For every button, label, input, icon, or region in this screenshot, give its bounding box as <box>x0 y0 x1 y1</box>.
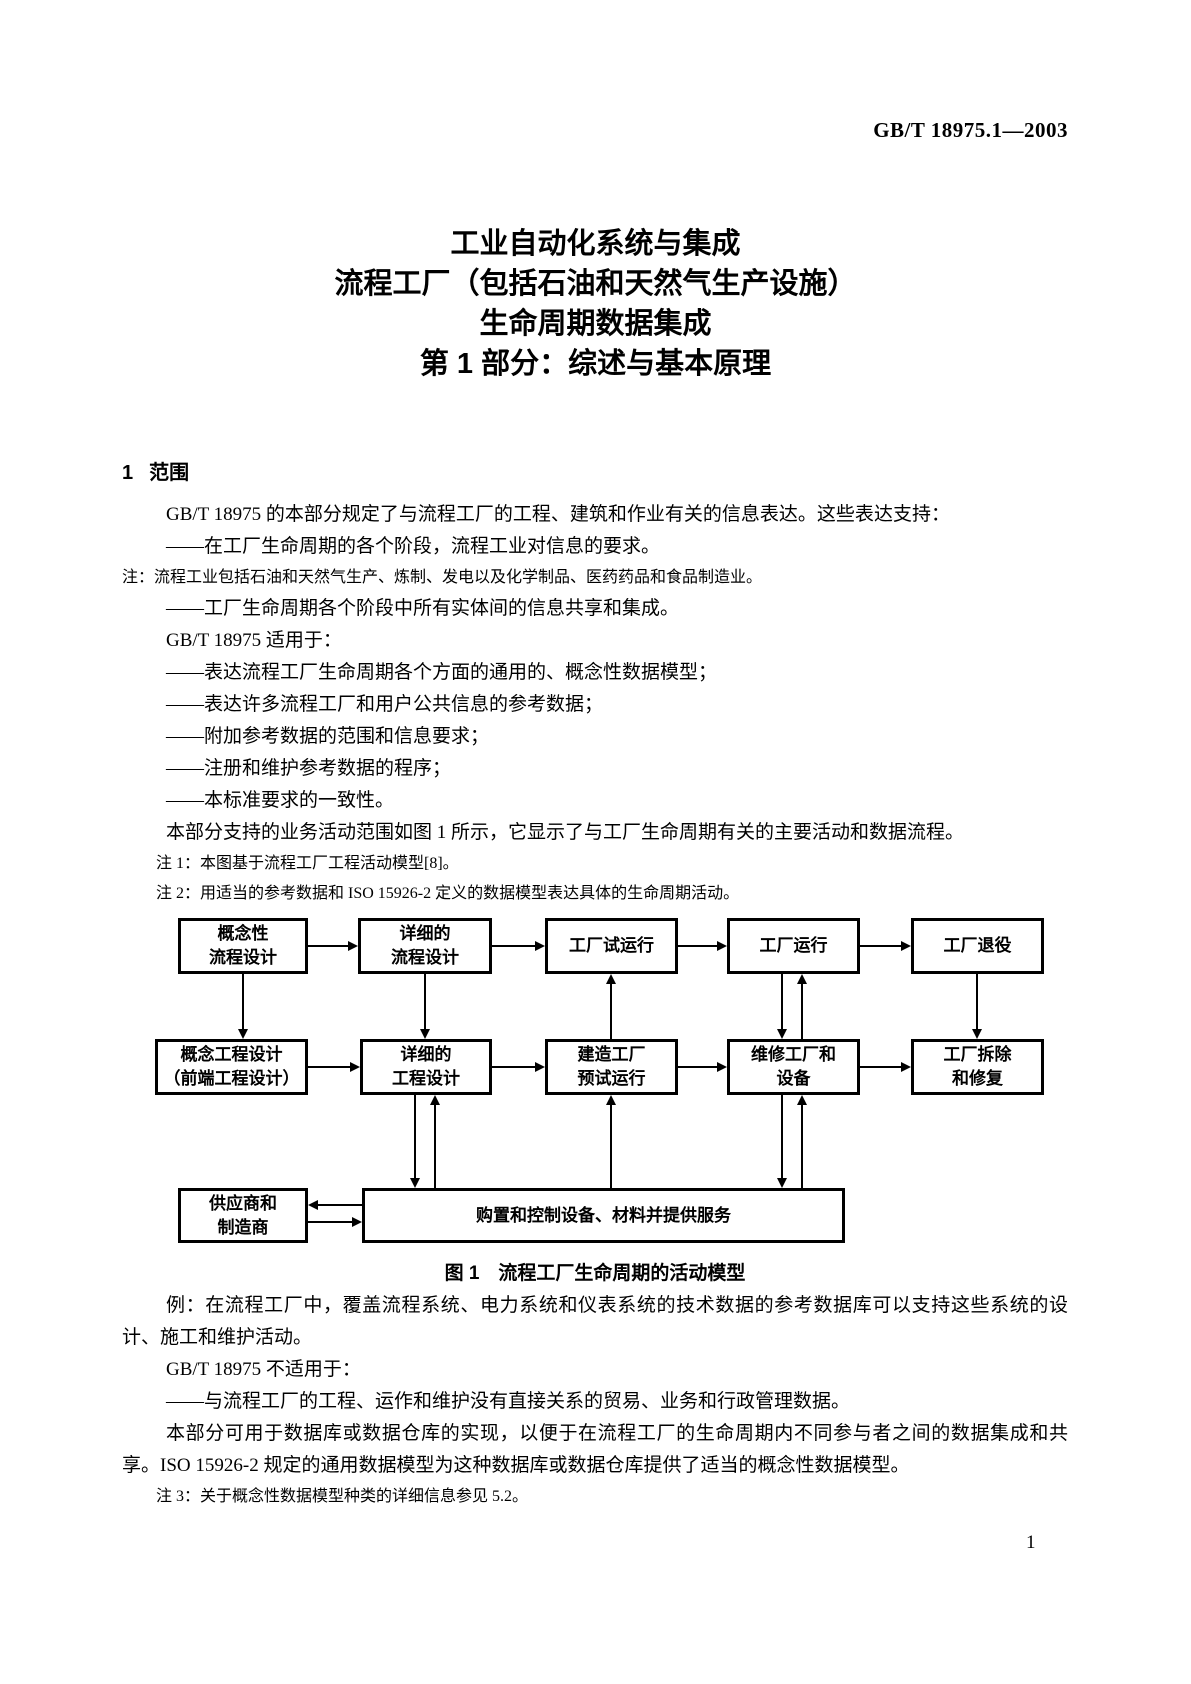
arrow-down-col5-line <box>976 974 978 1030</box>
title-line-1: 工业自动化系统与集成 <box>450 228 741 260</box>
arrow-r2-3-4-line <box>678 1066 717 1068</box>
section-number: 1 <box>122 462 134 484</box>
arrow-r2-2-3-line <box>492 1066 535 1068</box>
arrow-down-col1-line <box>242 974 244 1030</box>
box-construct-plant-precommissioning: 建造工厂 预试运行 <box>545 1039 678 1095</box>
paragraph-figure-intro: 本部分支持的业务活动范围如图 1 所示，它显示了与工厂生命周期有关的主要活动和数… <box>166 822 965 843</box>
box-conceptual-process-design: 概念性 流程设计 <box>178 918 308 974</box>
arrow-r1-3-4-head <box>717 941 727 951</box>
standard-number: GB/T 18975.1—2003 <box>873 118 1068 142</box>
arrow-r2-4-5-line <box>860 1066 901 1068</box>
list-item: ——与流程工厂的工程、运作和维护没有直接关系的贸易、业务和行政管理数据。 <box>166 1391 851 1412</box>
section-title: 范围 <box>149 462 190 484</box>
arrow-up-proc-to-eng-line <box>434 1103 436 1188</box>
arrow-r1-1-2-line <box>308 945 348 947</box>
arrow-proc-to-suppliers-head <box>308 1200 318 1210</box>
arrow-suppliers-to-proc-head <box>352 1217 362 1227</box>
box-detailed-process-design: 详细的 流程设计 <box>358 918 492 974</box>
title-line-4: 第 1 部分：综述与基本原理 <box>419 348 772 380</box>
arrow-up-proc-to-maintain-line <box>801 1103 803 1188</box>
arrow-down-col1-head <box>238 1029 248 1039</box>
arrow-up-col4-line <box>801 982 803 1039</box>
arrow-r1-4-5-head <box>901 941 911 951</box>
arrow-down-col2-head <box>420 1029 430 1039</box>
section-heading: 1 范围 <box>122 456 189 485</box>
paragraph-database-use: 本部分可用于数据库或数据仓库的实现，以便于在流程工厂的生命周期内不同参与者之间的… <box>122 1423 1068 1476</box>
figure-caption: 图 1 流程工厂生命周期的活动模型 <box>444 1263 746 1284</box>
figure-1-activity-model-diagram: 概念性 流程设计 详细的 流程设计 工厂试运行 工厂运行 工厂退役 概念工程设计… <box>122 918 1068 1248</box>
box-suppliers-manufacturers: 供应商和 制造商 <box>178 1188 308 1243</box>
paragraph-not-applicable: GB/T 18975 不适用于： <box>166 1359 361 1380</box>
arrow-up-proc-to-maintain-head <box>797 1095 807 1105</box>
note-1: 注 1：本图基于流程工厂工程活动模型[8]。 <box>156 855 459 872</box>
arrow-r2-1-2-line <box>308 1066 350 1068</box>
box-conceptual-engineering-design: 概念工程设计 （前端工程设计） <box>155 1039 308 1095</box>
arrow-r2-3-4-head <box>717 1062 727 1072</box>
list-item: ——在工厂生命周期的各个阶段，流程工业对信息的要求。 <box>166 536 661 557</box>
arrow-up-proc-to-construct-line <box>610 1103 612 1188</box>
note-3: 注 3：关于概念性数据模型种类的详细信息参见 5.2。 <box>156 1488 529 1505</box>
title-block: 工业自动化系统与集成 流程工厂（包括石油和天然气生产设施） 生命周期数据集成 第… <box>0 224 1191 384</box>
list-item: ——表达流程工厂生命周期各个方面的通用的、概念性数据模型； <box>166 662 718 683</box>
scope-text: GB/T 18975 的本部分规定了与流程工厂的工程、建筑和作业有关的信息表达。… <box>122 499 1068 909</box>
arrow-r2-4-5-head <box>901 1062 911 1072</box>
box-procurement-services: 购置和控制设备、材料并提供服务 <box>362 1188 845 1243</box>
arrow-r1-1-2-head <box>348 941 358 951</box>
arrow-r2-2-3-head <box>535 1062 545 1072</box>
arrow-up-proc-to-eng-head <box>430 1095 440 1105</box>
title-line-2: 流程工厂（包括石油和天然气生产设施） <box>334 268 857 300</box>
note-2: 注 2：用适当的参考数据和 ISO 15926-2 定义的数据模型表达具体的生命… <box>156 885 740 902</box>
note: 注：流程工业包括石油和天然气生产、炼制、发电以及化学制品、医药药品和食品制造业。 <box>122 569 763 586</box>
arrow-proc-to-suppliers-line <box>317 1204 362 1206</box>
box-detailed-engineering-design: 详细的 工程设计 <box>360 1039 492 1095</box>
box-plant-operation: 工厂运行 <box>727 918 860 974</box>
arrow-down-maintain-to-proc-line <box>781 1095 783 1179</box>
list-item: ——注册和维护参考数据的程序； <box>166 758 452 779</box>
arrow-down-maintain-to-proc-head <box>777 1178 787 1188</box>
arrow-down-col4-head <box>777 1029 787 1039</box>
title-line-3: 生命周期数据集成 <box>479 308 712 340</box>
box-plant-commissioning: 工厂试运行 <box>545 918 678 974</box>
list-item: ——本标准要求的一致性。 <box>166 790 395 811</box>
arrow-down-col4-line <box>781 974 783 1030</box>
arrow-r1-4-5-line <box>860 945 901 947</box>
box-plant-decommissioning: 工厂退役 <box>911 918 1044 974</box>
arrow-up-col3-line <box>610 982 612 1039</box>
arrow-down-col5-head <box>972 1029 982 1039</box>
arrow-down-eng-to-proc-line <box>414 1095 416 1179</box>
paragraph-example: 例：在流程工厂中，覆盖流程系统、电力系统和仪表系统的技术数据的参考数据库可以支持… <box>122 1295 1068 1348</box>
arrow-down-col2-line <box>424 974 426 1030</box>
arrow-down-eng-to-proc-head <box>410 1178 420 1188</box>
box-maintain-plant-equipment: 维修工厂和 设备 <box>727 1039 860 1095</box>
arrow-up-proc-to-construct-head <box>606 1095 616 1105</box>
arrow-r1-3-4-line <box>678 945 717 947</box>
arrow-r1-2-3-line <box>492 945 535 947</box>
box-plant-demolition-restoration: 工厂拆除 和修复 <box>911 1039 1044 1095</box>
paragraph-applies-to: GB/T 18975 适用于： <box>166 630 342 651</box>
arrow-r2-1-2-head <box>350 1062 360 1072</box>
arrow-suppliers-to-proc-line <box>308 1221 353 1223</box>
list-item: ——表达许多流程工厂和用户公共信息的参考数据； <box>166 694 604 715</box>
body-text: 例：在流程工厂中，覆盖流程系统、电力系统和仪表系统的技术数据的参考数据库可以支持… <box>122 1290 1068 1512</box>
paragraph-scope-intro: GB/T 18975 的本部分规定了与流程工厂的工程、建筑和作业有关的信息表达。… <box>166 504 950 525</box>
arrow-r1-2-3-head <box>535 941 545 951</box>
arrow-up-col3-head <box>606 974 616 984</box>
arrow-up-col4-head <box>797 974 807 984</box>
list-item: ——工厂生命周期各个阶段中所有实体间的信息共享和集成。 <box>166 598 680 619</box>
list-item: ——附加参考数据的范围和信息要求； <box>166 726 490 747</box>
page-number: 1 <box>1026 1532 1036 1553</box>
